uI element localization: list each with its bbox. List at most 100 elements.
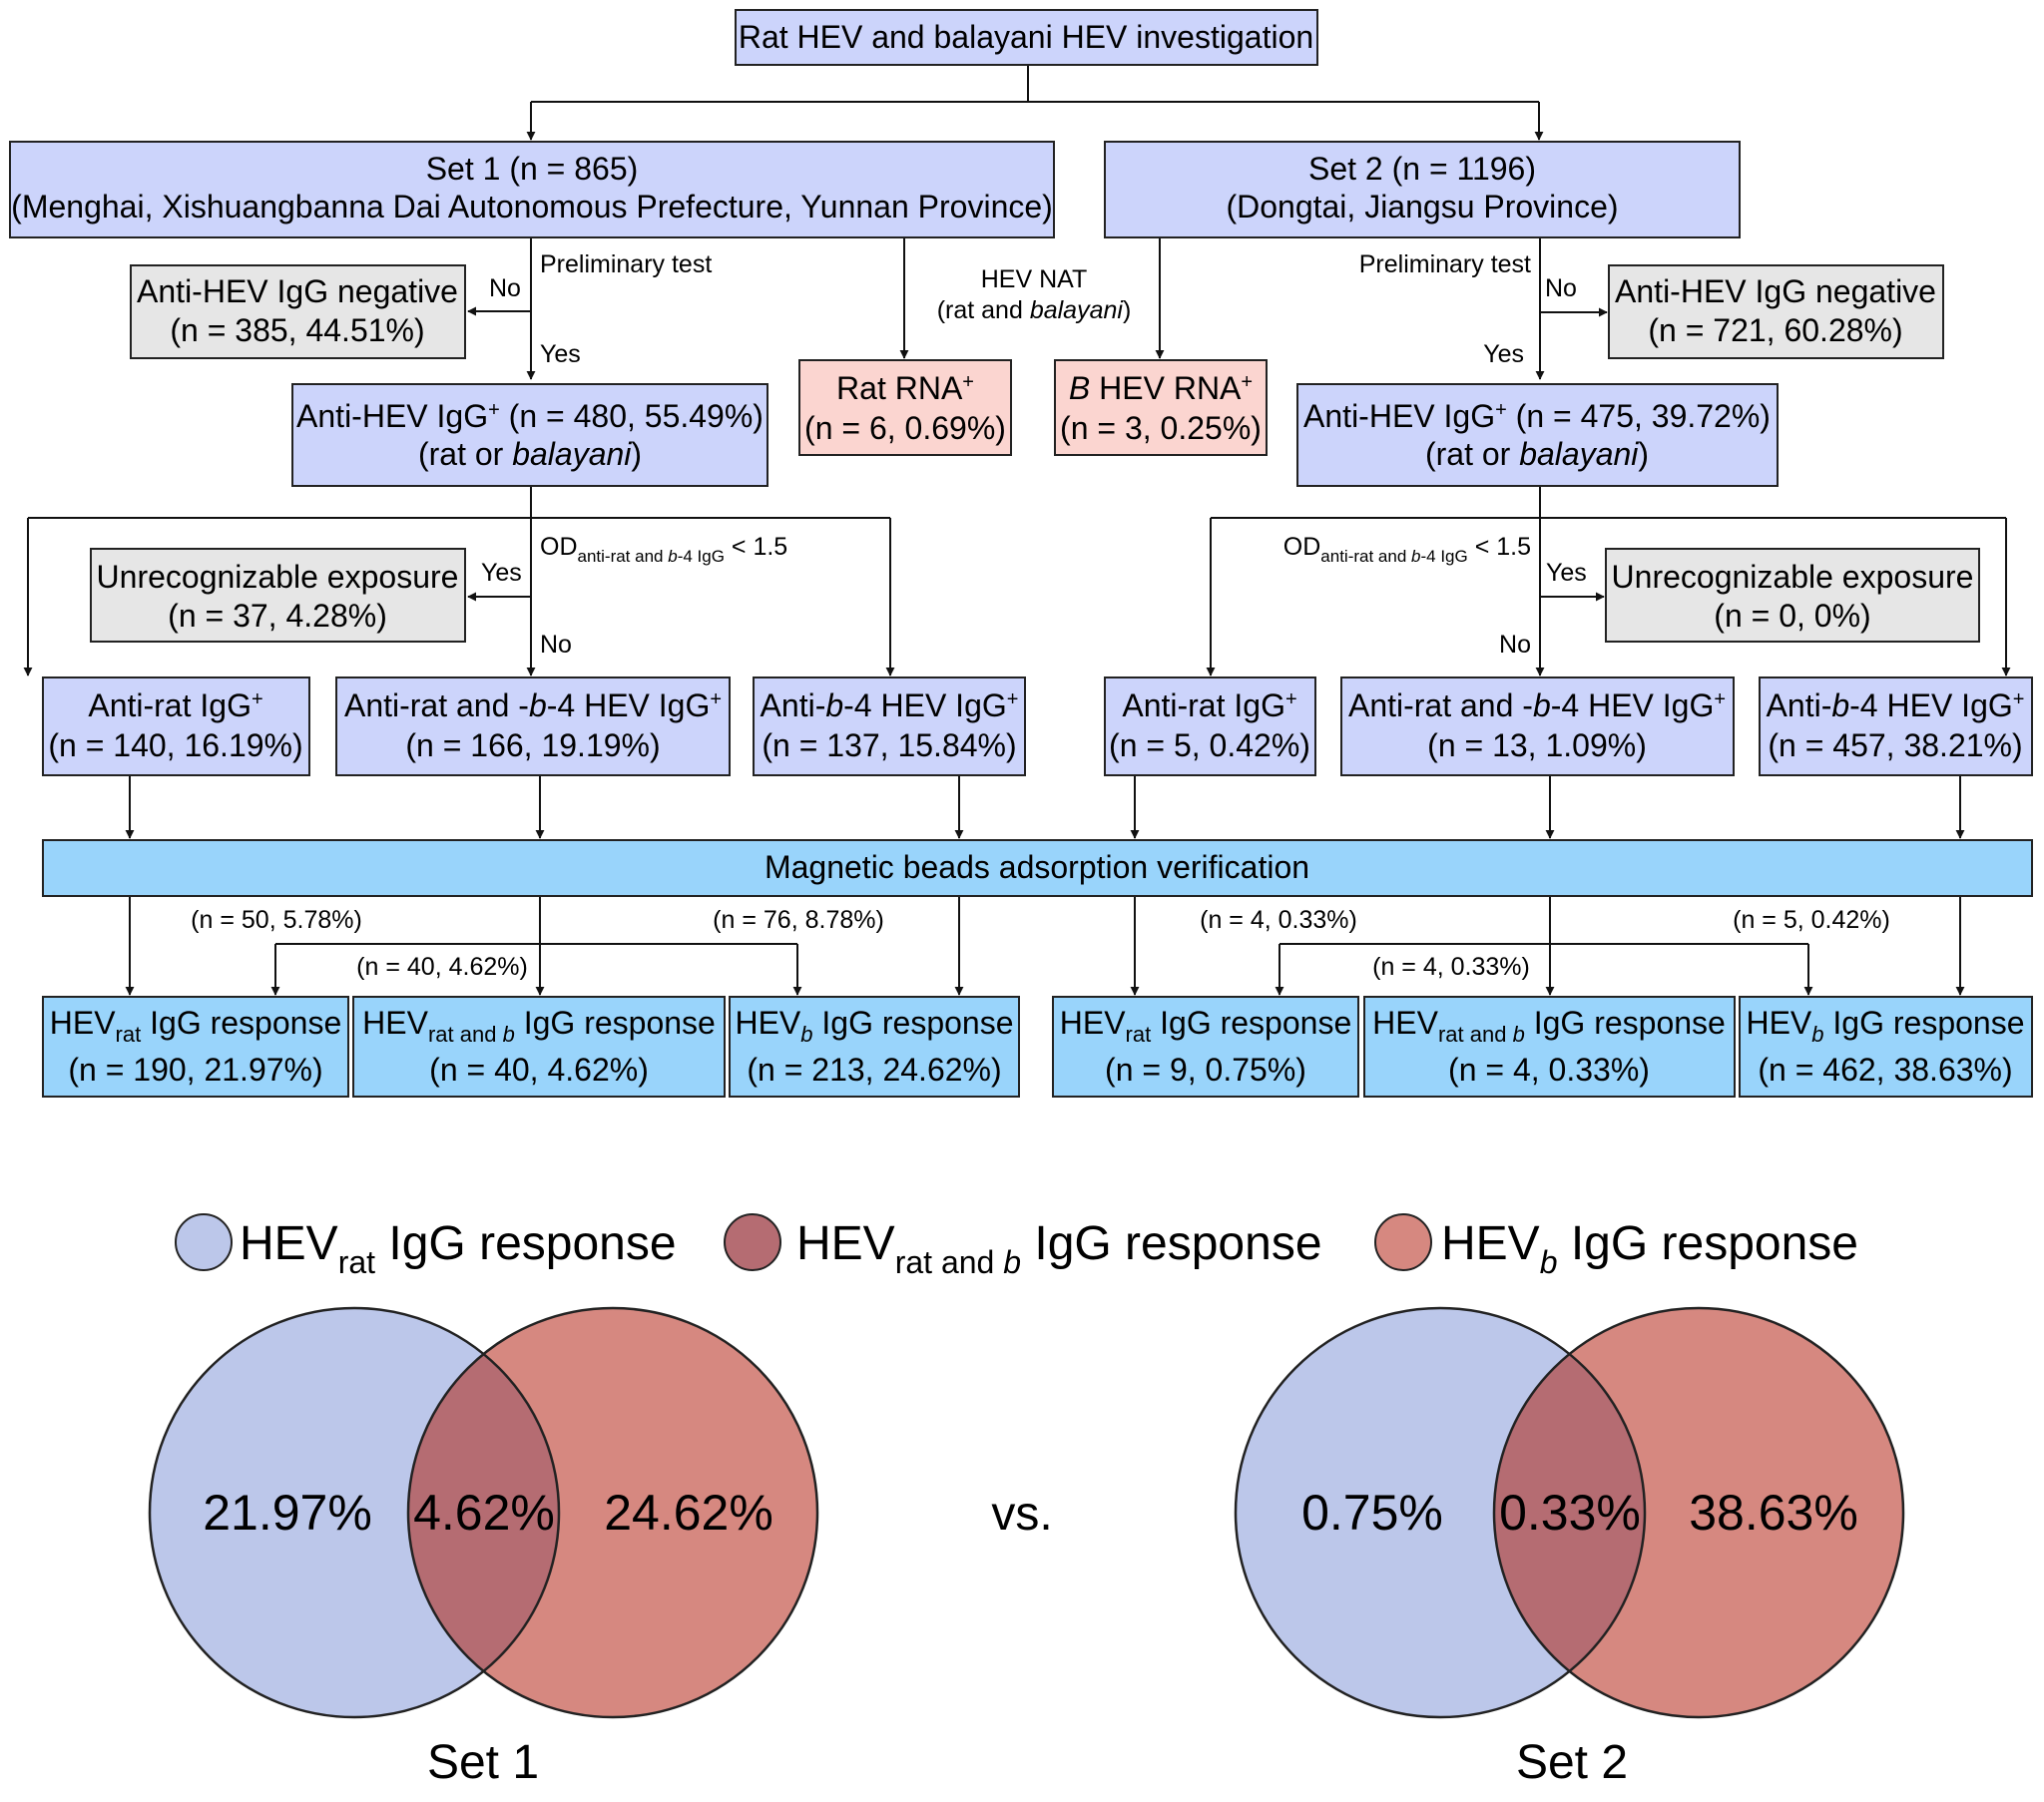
set2-resp-both-node: HEVrat and b IgG response (n = 4, 0.33%) [1363,996,1736,1098]
b-rna-label: B HEV RNA+ [1069,370,1253,406]
magnetic-beads-label: Magnetic beads adsorption verification [765,849,1309,885]
set2-location: (Dongtai, Jiangsu Province) [1226,189,1618,225]
set2-no-label: No [1545,274,1577,302]
edge-labels: Preliminary test No Yes Preliminary test… [191,250,1890,981]
venn2-rat-value: 0.75% [1301,1485,1443,1541]
set2-positive-label: Anti-HEV IgG+ (n = 475, 39.72%) [1303,398,1771,434]
set2-resp-b-label: HEVb IgG response [1746,1005,2024,1047]
title-text: Rat HEV and balayani HEV investigation [739,19,1313,55]
set2-resp-rat-node: HEVrat IgG response (n = 9, 0.75%) [1052,996,1359,1098]
set1-anti-both-label: Anti-rat and -b-4 HEV IgG+ [344,687,722,723]
set1-negative-node: Anti-HEV IgG negative (n = 385, 44.51%) [130,264,466,359]
set2-negative-value: (n = 721, 60.28%) [1648,312,1902,348]
set2-anti-both-node: Anti-rat and -b-4 HEV IgG+ (n = 13, 1.09… [1340,676,1735,776]
title-node: Rat HEV and balayani HEV investigation [735,9,1318,66]
set1-resp-b-node: HEVb IgG response (n = 213, 24.62%) [729,996,1020,1098]
set1-od-yes: Yes [481,559,522,587]
set1-resp-rat-label: HEVrat IgG response [50,1005,341,1047]
set1-flow-both: (n = 40, 4.62%) [356,953,528,981]
set1-anti-b4-label: Anti-b-4 HEV IgG+ [761,687,1019,723]
legend-b: HEVb IgG response [1441,1217,1858,1280]
set2-unrecognizable-node: Unrecognizable exposure (n = 0, 0%) [1605,548,1980,643]
set2-resp-b-value: (n = 462, 38.63%) [1758,1052,2012,1088]
set2-resp-rat-value: (n = 9, 0.75%) [1105,1052,1306,1088]
set2-anti-both-value: (n = 13, 1.09%) [1427,727,1647,763]
set2-od-no: No [1499,631,1531,659]
set1-od-label: ODanti-rat and b-4 IgG < 1.5 [540,533,787,566]
set2-flow-b: (n = 5, 0.42%) [1733,906,1890,934]
venn-set1: 21.97% 4.62% 24.62% Set 1 [148,1306,819,1789]
set1-anti-rat-label: Anti-rat IgG+ [88,687,262,723]
set2-node: Set 2 (n = 1196) (Dongtai, Jiangsu Provi… [1104,141,1741,238]
rat-rna-node: Rat RNA+ (n = 6, 0.69%) [798,359,1012,456]
set1-resp-both-label: HEVrat and b IgG response [362,1005,716,1047]
set2-anti-both-label: Anti-rat and -b-4 HEV IgG+ [1348,687,1726,723]
set2-prelim-label: Preliminary test [1359,250,1531,278]
set2-anti-b4-node: Anti-b-4 HEV IgG+ (n = 457, 38.21%) [1759,676,2033,776]
set1-negative-value: (n = 385, 44.51%) [170,312,424,348]
venn2-both-value: 0.33% [1499,1485,1641,1541]
venn2-b-value: 38.63% [1689,1485,1858,1541]
set1-node: Set 1 (n = 865) (Menghai, Xishuangbanna … [9,141,1055,238]
set1-resp-both-value: (n = 40, 4.62%) [429,1052,649,1088]
set1-location: (Menghai, Xishuangbanna Dai Autonomous P… [11,189,1053,225]
set1-anti-both-node: Anti-rat and -b-4 HEV IgG+ (n = 166, 19.… [335,676,731,776]
set2-positive-node: Anti-HEV IgG+ (n = 475, 39.72%) (rat or … [1296,383,1779,487]
b-rna-value: (n = 3, 0.25%) [1060,410,1262,446]
nat-label: HEV NAT [981,265,1088,293]
set1-positive-node: Anti-HEV IgG+ (n = 480, 55.49%) (rat or … [291,383,768,487]
set1-resp-rat-node: HEVrat IgG response (n = 190, 21.97%) [42,996,349,1098]
set1-unrec-value: (n = 37, 4.28%) [168,598,387,634]
set2-flow-both: (n = 4, 0.33%) [1372,953,1530,981]
vs-label: vs. [991,1488,1052,1541]
set2-anti-rat-label: Anti-rat IgG+ [1122,687,1296,723]
set2-negative-label: Anti-HEV IgG negative [1615,273,1936,309]
legend-swatch-rat [175,1213,233,1271]
legend-swatch-b [1374,1213,1432,1271]
venn1-overlap [407,1354,560,1671]
set1-od-no: No [540,631,572,659]
set2-flow-rat: (n = 4, 0.33%) [1200,906,1357,934]
set1-resp-b-value: (n = 213, 24.62%) [747,1052,1001,1088]
set2-name: Set 2 (n = 1196) [1308,151,1536,187]
set2-negative-node: Anti-HEV IgG negative (n = 721, 60.28%) [1608,264,1944,359]
venn2-name: Set 2 [1516,1736,1628,1789]
set1-anti-rat-node: Anti-rat IgG+ (n = 140, 16.19%) [42,676,310,776]
venn-set2: 0.75% 0.33% 38.63% Set 2 [1234,1306,1905,1789]
set1-anti-b4-node: Anti-b-4 HEV IgG+ (n = 137, 15.84%) [753,676,1026,776]
venn-legend: HEVrat IgG response HEVrat and b IgG res… [175,1213,1858,1280]
set1-negative-label: Anti-HEV IgG negative [137,273,458,309]
set2-yes-label: Yes [1483,340,1524,368]
legend-rat: HEVrat IgG response [240,1217,677,1280]
set2-resp-both-label: HEVrat and b IgG response [1372,1005,1726,1047]
rat-rna-label: Rat RNA+ [836,370,974,406]
b-rna-node: B HEV RNA+ (n = 3, 0.25%) [1054,359,1268,456]
set2-anti-rat-value: (n = 5, 0.42%) [1109,727,1310,763]
set2-resp-b-node: HEVb IgG response (n = 462, 38.63%) [1739,996,2033,1098]
connectors [23,65,2011,996]
set2-resp-rat-label: HEVrat IgG response [1060,1005,1351,1047]
set2-unrec-value: (n = 0, 0%) [1714,598,1870,634]
set1-prelim-label: Preliminary test [540,250,712,278]
set1-positive-sub: (rat or balayani) [418,436,642,472]
set1-anti-rat-value: (n = 140, 16.19%) [48,727,302,763]
venn2-overlap [1493,1354,1646,1671]
set1-resp-b-label: HEVb IgG response [735,1005,1013,1047]
set1-anti-b4-value: (n = 137, 15.84%) [762,727,1016,763]
set1-resp-both-node: HEVrat and b IgG response (n = 40, 4.62%… [352,996,726,1098]
venn1-both-value: 4.62% [413,1485,555,1541]
set1-no-label: No [489,274,521,302]
set1-resp-rat-value: (n = 190, 21.97%) [68,1052,322,1088]
nat-sub: (rat and balayani) [937,296,1132,324]
legend-swatch-both [724,1213,781,1271]
magnetic-beads-node: Magnetic beads adsorption verification [42,839,2033,897]
set1-flow-b: (n = 76, 8.78%) [713,906,884,934]
set1-yes-label: Yes [540,340,581,368]
set2-anti-rat-node: Anti-rat IgG+ (n = 5, 0.42%) [1104,676,1316,776]
set1-name: Set 1 (n = 865) [426,151,639,187]
set1-flow-rat: (n = 50, 5.78%) [191,906,362,934]
set1-unrec-label: Unrecognizable exposure [97,559,459,595]
legend-both: HEVrat and b IgG response [796,1217,1322,1280]
set2-anti-b4-label: Anti-b-4 HEV IgG+ [1767,687,2025,723]
